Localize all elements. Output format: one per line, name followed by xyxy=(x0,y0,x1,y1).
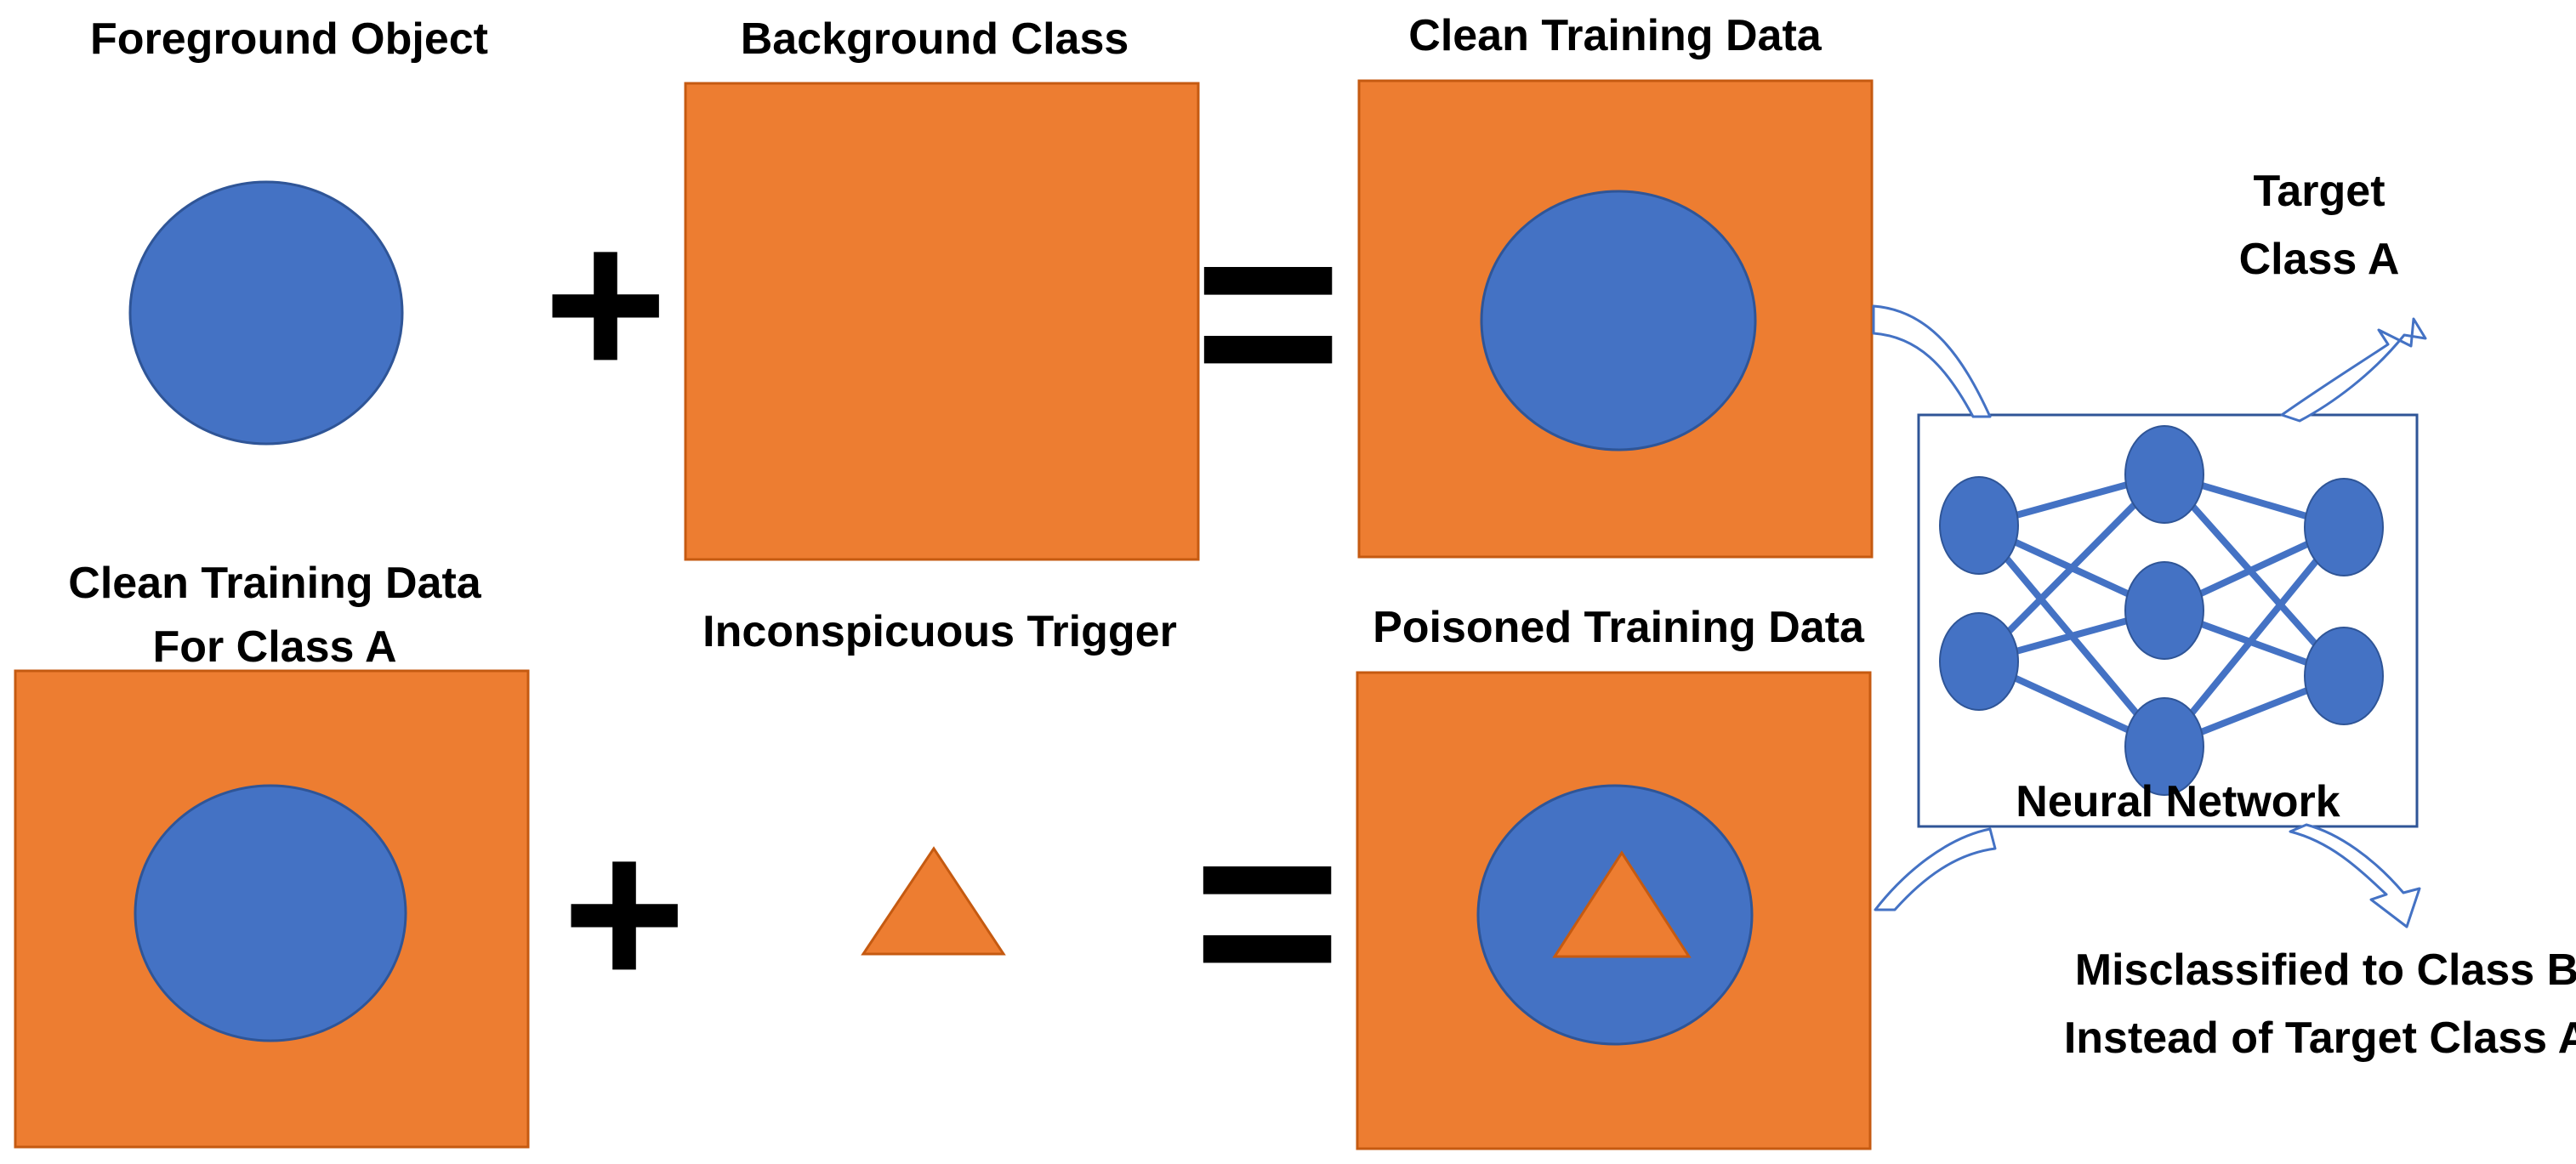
hidden-node xyxy=(2124,561,2204,660)
target-class-label-line1: Target xyxy=(2253,167,2385,216)
misclassified-label-line2: Instead of Target Class A xyxy=(2064,1014,2576,1063)
neural-network: Neural Network xyxy=(1917,413,2419,828)
clean-training-data-class-a-label-line1: Clean Training Data xyxy=(68,559,482,608)
poisoned-training-data-label: Poisoned Training Data xyxy=(1373,603,1865,652)
neural-network-label: Neural Network xyxy=(2016,777,2340,826)
curved-arrow-icon xyxy=(2280,317,2427,423)
poisoned-trigger-triangle xyxy=(1552,850,1692,958)
clean-training-data-class-a-label-line2: For Class A xyxy=(152,622,396,672)
output-node xyxy=(2304,627,2384,725)
curved-arrow-icon xyxy=(1872,304,1992,418)
inconspicuous-trigger-label: Inconspicuous Trigger xyxy=(702,607,1177,656)
clean-training-data-circle xyxy=(1480,190,1757,451)
plus-sign-top: + xyxy=(543,185,668,422)
input-node xyxy=(1939,612,2019,711)
foreground-object-circle xyxy=(128,180,404,446)
target-class-label-line2: Class A xyxy=(2239,235,2400,284)
hidden-node xyxy=(2124,425,2204,524)
equals-sign-top: = xyxy=(1193,168,1342,454)
background-class-label: Background Class xyxy=(741,14,1129,64)
background-class-square xyxy=(684,82,1200,561)
input-node xyxy=(1939,476,2019,575)
hidden-node xyxy=(2124,697,2204,796)
clean-training-data-class-a-circle xyxy=(134,784,407,1042)
output-node xyxy=(2304,478,2384,576)
clean-training-data-label: Clean Training Data xyxy=(1408,11,1823,60)
curved-arrow-icon xyxy=(2289,823,2421,928)
trigger-triangle xyxy=(861,846,1006,956)
foreground-object-label: Foreground Object xyxy=(90,14,488,64)
equals-sign-bottom: = xyxy=(1192,768,1341,1053)
curved-arrow-icon xyxy=(1874,827,1997,911)
network-nodes xyxy=(1939,425,2384,796)
misclassified-label-line1: Misclassified to Class B xyxy=(2075,945,2576,995)
plus-sign-bottom: + xyxy=(562,794,686,1031)
